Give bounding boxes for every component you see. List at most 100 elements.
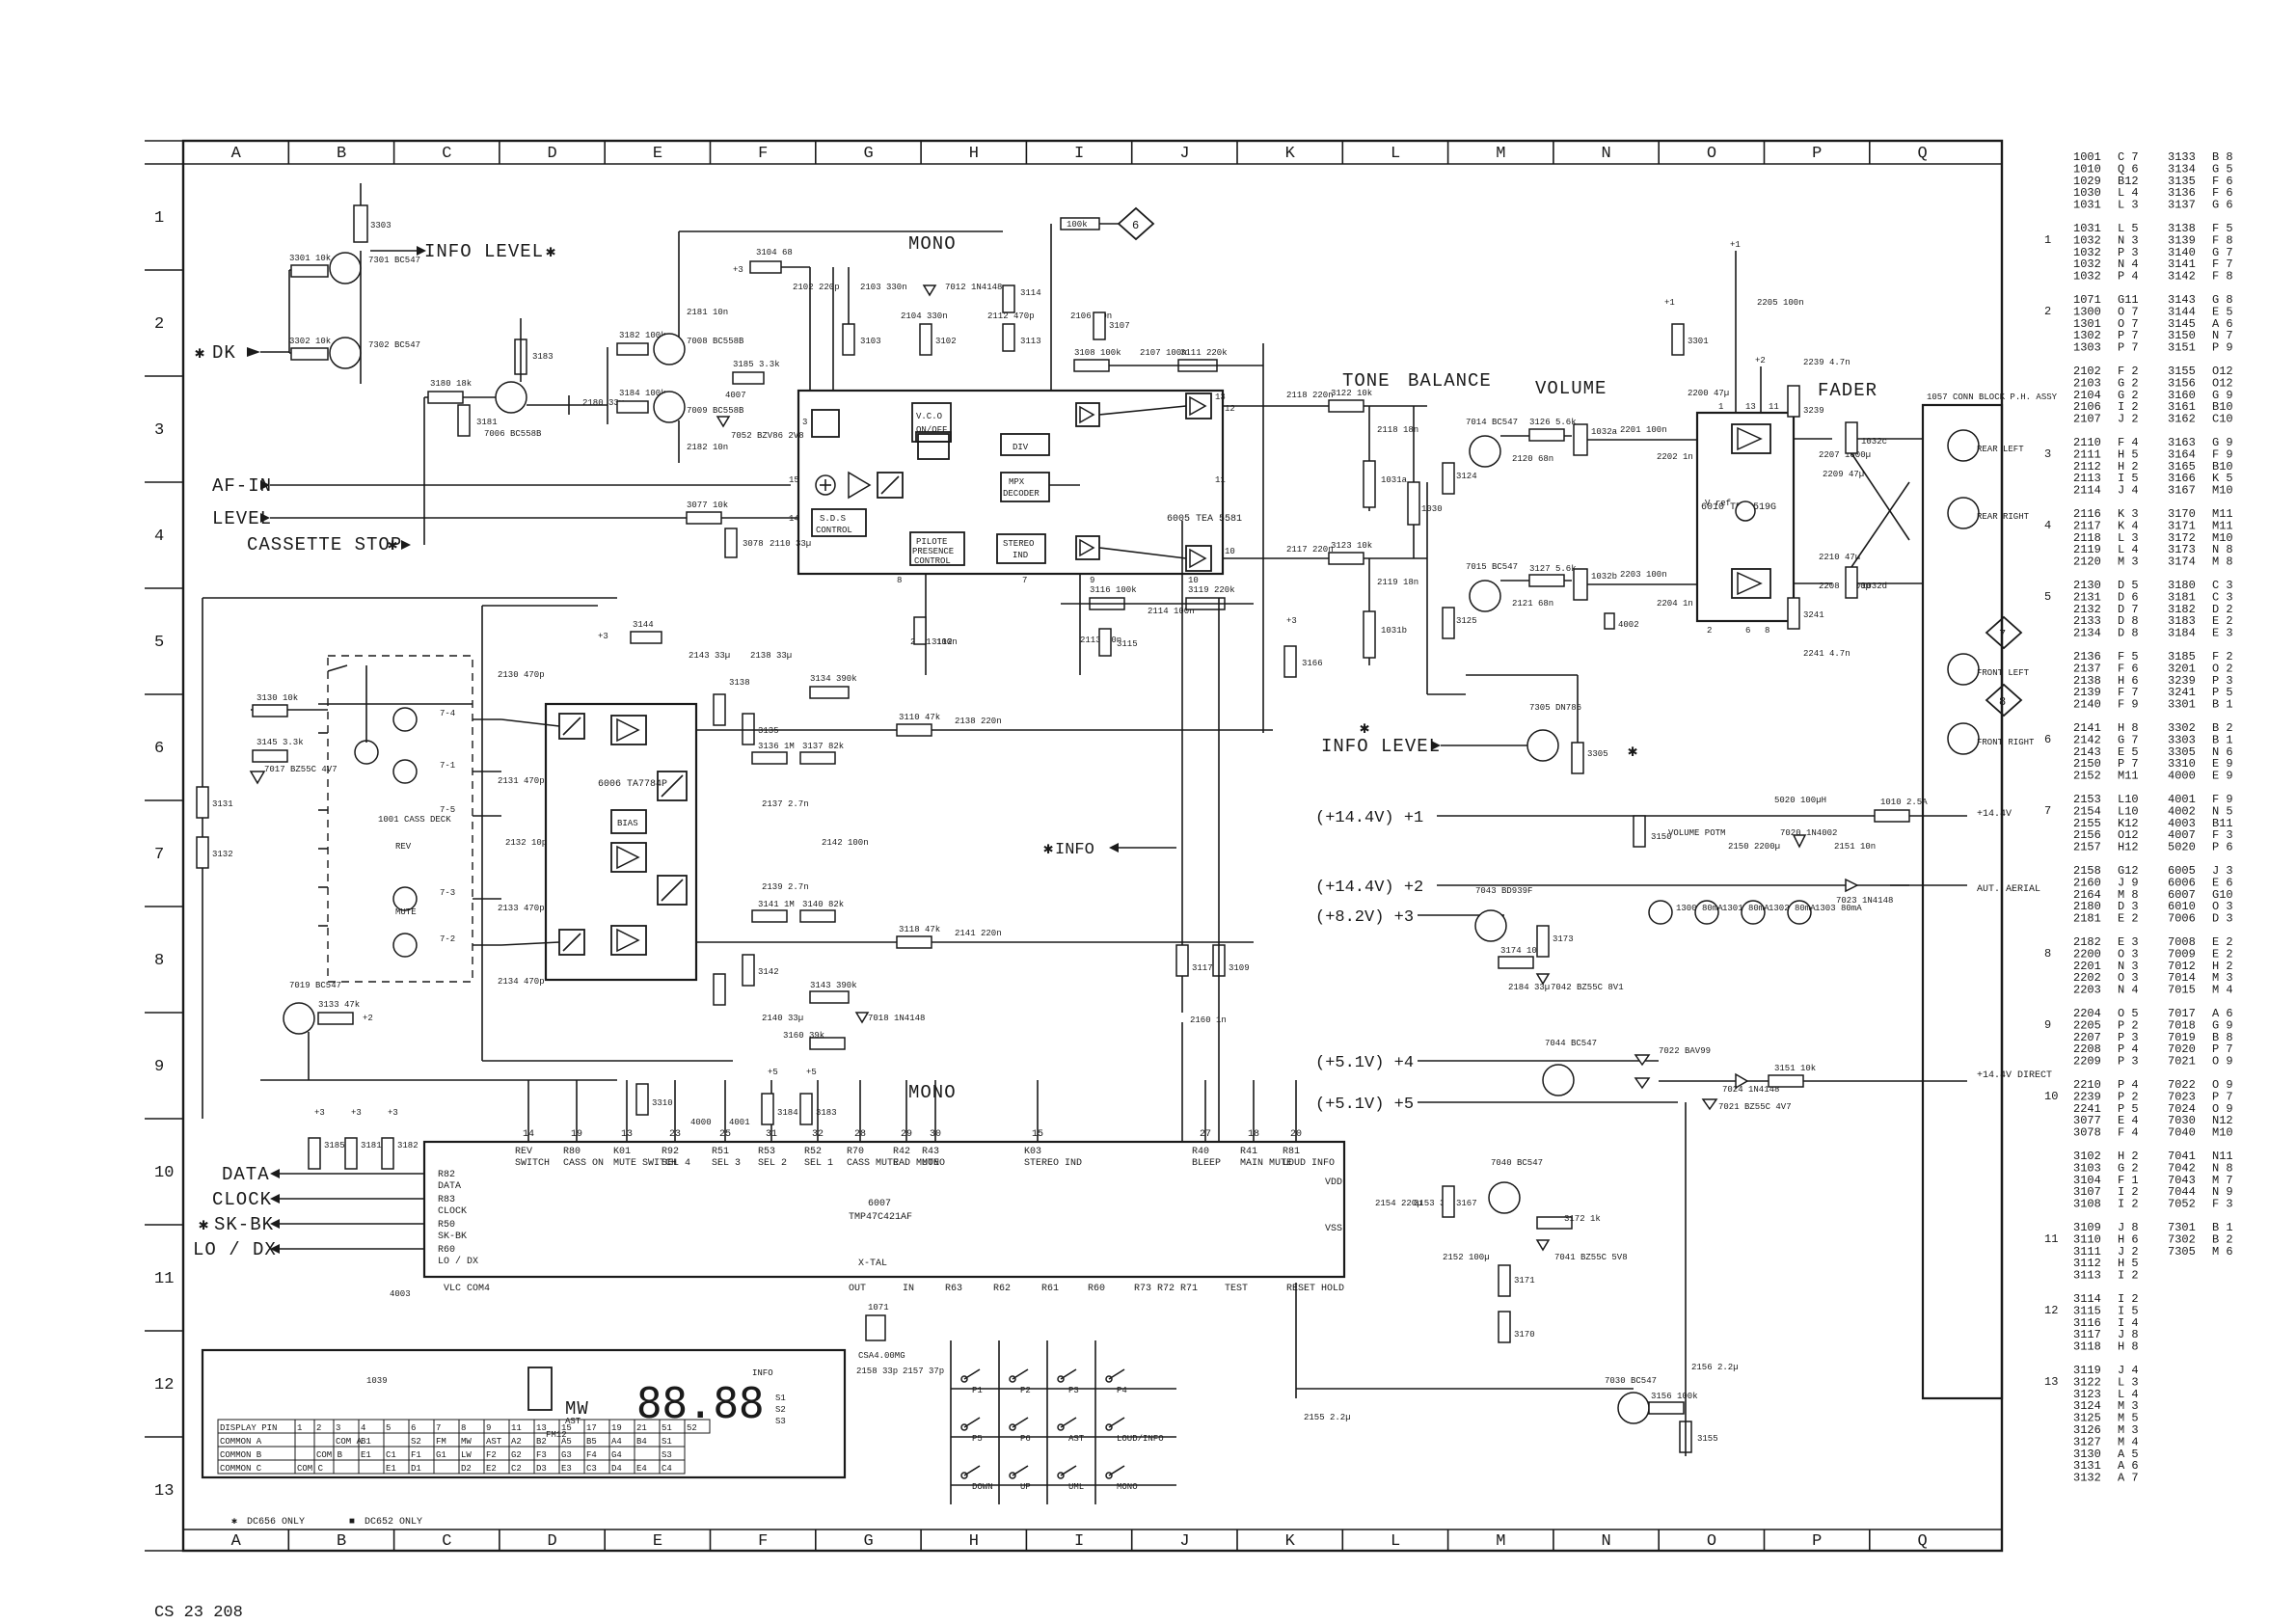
display-table-cell: 13 bbox=[536, 1423, 547, 1433]
svg-text:2157 37p: 2157 37p bbox=[903, 1367, 944, 1376]
index-ref: 2239 bbox=[2073, 1090, 2101, 1103]
svg-text:3113: 3113 bbox=[1020, 337, 1041, 346]
index-grid: E 3 bbox=[2118, 935, 2139, 949]
svg-text:R62: R62 bbox=[993, 1284, 1011, 1294]
index-ref: 3170 bbox=[2168, 507, 2196, 521]
index-grid: M11 bbox=[2212, 519, 2233, 532]
ic-pin-name: MAIN MUTE bbox=[1240, 1158, 1292, 1169]
index-grid: D 8 bbox=[2118, 614, 2139, 628]
svg-text:2203 100n: 2203 100n bbox=[1620, 570, 1667, 580]
col-letter-bottom: P bbox=[1812, 1532, 1822, 1551]
index-ref: 3125 bbox=[2073, 1412, 2101, 1425]
index-ref: 3173 bbox=[2168, 543, 2196, 556]
signal-level: LEVEL bbox=[212, 508, 272, 529]
svg-text:6005 TEA 5581: 6005 TEA 5581 bbox=[1167, 514, 1242, 525]
svg-text:DECODER: DECODER bbox=[1003, 489, 1040, 499]
index-ref: 3301 bbox=[2168, 698, 2196, 712]
index-row-number: 2 bbox=[2044, 305, 2051, 318]
index-grid: F 7 bbox=[2118, 686, 2139, 699]
svg-text:+3: +3 bbox=[598, 632, 608, 641]
index-grid: P 7 bbox=[2212, 1042, 2233, 1056]
svg-text:3153 33k: 3153 33k bbox=[1414, 1199, 1455, 1208]
index-row-number: 6 bbox=[2044, 733, 2051, 746]
display-table-cell: 5 bbox=[386, 1423, 391, 1433]
index-grid: P 3 bbox=[2212, 674, 2233, 688]
col-letter-top: J bbox=[1179, 145, 1189, 163]
svg-text:3117: 3117 bbox=[1192, 963, 1213, 973]
svg-text:7030 BC547: 7030 BC547 bbox=[1605, 1376, 1657, 1386]
index-grid: L 4 bbox=[2118, 1388, 2139, 1401]
svg-text:3150: 3150 bbox=[1651, 832, 1672, 842]
lcd-display-1039: 1039 MW AST FM12 88.88 INFO S1 S2 S3 bbox=[201, 1348, 847, 1479]
col-letter-bottom: H bbox=[969, 1532, 979, 1551]
index-grid: C 7 bbox=[2118, 150, 2139, 164]
index-ref: 7014 bbox=[2168, 971, 2196, 985]
svg-text:2117 220n: 2117 220n bbox=[1286, 545, 1334, 555]
index-grid: M 4 bbox=[2118, 1435, 2139, 1448]
display-table-cell: B2 bbox=[536, 1437, 547, 1447]
svg-text:3116 100k: 3116 100k bbox=[1090, 585, 1137, 595]
index-ref: 3117 bbox=[2073, 1328, 2101, 1341]
svg-text:R60: R60 bbox=[438, 1245, 455, 1256]
svg-text:1032a: 1032a bbox=[1591, 427, 1618, 437]
keypad-key-label: P1 bbox=[972, 1386, 983, 1395]
index-ref: 7018 bbox=[2168, 1018, 2196, 1032]
svg-text:1030: 1030 bbox=[1421, 504, 1443, 514]
svg-text:7052 BZV86 2V8: 7052 BZV86 2V8 bbox=[731, 431, 804, 441]
index-grid: E 2 bbox=[2212, 935, 2233, 949]
index-ref: 7301 bbox=[2168, 1221, 2196, 1234]
svg-text:4000: 4000 bbox=[690, 1118, 712, 1127]
index-ref: 3122 bbox=[2073, 1375, 2101, 1389]
ic-pin-name: R70 bbox=[847, 1147, 864, 1157]
index-grid: B12 bbox=[2118, 175, 2139, 188]
index-grid: L 5 bbox=[2118, 222, 2139, 235]
svg-text:2152 100µ: 2152 100µ bbox=[1443, 1253, 1490, 1262]
lcd-frequency-digits: 88.88 bbox=[636, 1379, 764, 1428]
svg-text:2204 1n: 2204 1n bbox=[1657, 599, 1693, 609]
index-grid: M 5 bbox=[2118, 1412, 2139, 1425]
svg-text:3174 100: 3174 100 bbox=[1500, 946, 1542, 956]
index-grid: P 2 bbox=[2118, 1090, 2139, 1103]
col-letter-top: L bbox=[1391, 145, 1400, 163]
display-table-cell: AST bbox=[486, 1437, 502, 1447]
index-grid: G 2 bbox=[2118, 389, 2139, 402]
svg-text:1032c: 1032c bbox=[1861, 437, 1887, 447]
index-ref: 3302 bbox=[2168, 721, 2196, 735]
svg-text:3125: 3125 bbox=[1456, 616, 1477, 626]
ic-pin-number: 14 bbox=[523, 1129, 534, 1140]
svg-text:6: 6 bbox=[1132, 219, 1139, 232]
ic-pin-name: MUTE SWITCH bbox=[613, 1158, 677, 1169]
col-letter-bottom: K bbox=[1285, 1532, 1296, 1551]
ic-pin-number: 18 bbox=[1248, 1129, 1259, 1140]
display-table-cell: COM A bbox=[336, 1437, 363, 1447]
svg-text:MUTE: MUTE bbox=[395, 907, 417, 917]
display-table-cell: D4 bbox=[611, 1464, 622, 1474]
index-grid: G11 bbox=[2118, 293, 2139, 307]
index-grid: O 9 bbox=[2212, 1055, 2233, 1069]
svg-text:8: 8 bbox=[1999, 695, 2006, 709]
index-row-number: 3 bbox=[2044, 447, 2051, 461]
svg-text:11: 11 bbox=[1769, 402, 1779, 412]
svg-text:1071: 1071 bbox=[868, 1303, 889, 1313]
svg-text:8: 8 bbox=[1765, 626, 1769, 636]
index-grid: B 8 bbox=[2212, 1031, 2233, 1044]
svg-text:3102: 3102 bbox=[935, 337, 957, 346]
svg-text:R61: R61 bbox=[1041, 1284, 1059, 1294]
col-letter-top: H bbox=[969, 145, 979, 163]
index-ref: 3141 bbox=[2168, 257, 2196, 271]
svg-text:2181 10n: 2181 10n bbox=[687, 308, 728, 317]
svg-text:FRONT LEFT: FRONT LEFT bbox=[1977, 668, 2030, 678]
index-grid: E 2 bbox=[2212, 614, 2233, 628]
svg-text:3107: 3107 bbox=[1109, 321, 1130, 331]
row-number: 2 bbox=[154, 315, 164, 334]
row-number: 8 bbox=[154, 952, 164, 970]
ic-pin-name: RAD MUTE bbox=[893, 1158, 939, 1169]
index-ref: 3130 bbox=[2073, 1448, 2101, 1461]
svg-text:7022 BAV99: 7022 BAV99 bbox=[1659, 1046, 1711, 1056]
display-table-cell: DISPLAY PIN bbox=[220, 1423, 277, 1433]
index-grid: P 4 bbox=[2118, 1078, 2139, 1092]
index-ref: 3144 bbox=[2168, 305, 2196, 318]
index-grid: E 2 bbox=[2118, 912, 2139, 926]
col-letter-bottom: M bbox=[1496, 1532, 1505, 1551]
